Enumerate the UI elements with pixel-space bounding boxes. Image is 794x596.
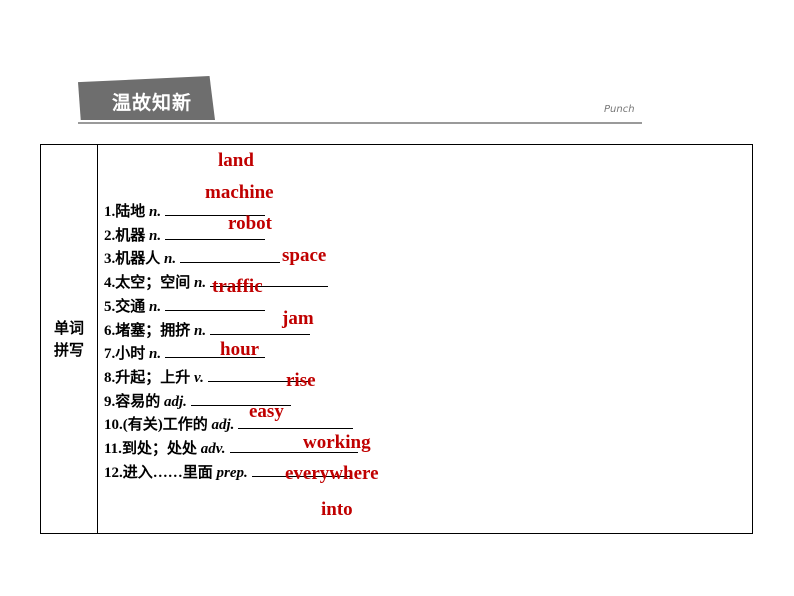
answer-word-4: space [282,245,327,266]
item-chinese: 升起；上升 [115,369,195,386]
answer-word-2: machine [205,182,274,203]
answer-word-10: working [303,432,371,453]
vocab-item-1: 1.陆地 n. [104,200,266,221]
answer-blank [229,452,358,453]
answer-blank [210,286,329,288]
item-number: 6. [104,322,116,339]
answer-word-11: everywhere [285,463,379,484]
item-chinese: 陆地 [115,204,150,220]
answer-blank [190,404,291,406]
answer-word-6: jam [282,308,314,329]
item-part-of-speech: adj. [211,417,235,434]
item-chinese: (有关)工作的 [122,417,212,434]
item-chinese: 小时 [115,346,150,363]
item-chinese: 进入……里面 [122,464,217,481]
answer-blank [207,380,308,382]
item-number: 4. [104,275,116,292]
answer-blank [180,262,281,264]
vocab-item-3: 3.机器人 n. [104,247,281,268]
item-number: 3. [104,251,116,268]
vocab-item-9: 9.容易的 adj. [104,390,291,411]
vocab-item-4: 4.太空；空间 n. [104,271,329,292]
answer-blank [165,238,266,240]
item-number: 2. [104,227,116,244]
answer-word-8: rise [286,370,316,391]
answer-word-1: land [218,150,254,171]
answer-word-3: robot [228,213,272,234]
punch-label: Punch [604,104,635,115]
header-divider [78,122,642,124]
item-chinese: 到处；处处 [121,441,201,457]
row-label: 单词拼写 [41,317,97,361]
answer-blank [165,215,266,216]
answer-blank [251,475,352,477]
item-number: 7. [104,346,116,363]
item-chinese: 交通 [115,298,150,315]
item-part-of-speech: n. [164,251,177,268]
item-chinese: 机器 [115,227,150,244]
item-part-of-speech: n. [149,227,162,244]
item-part-of-speech: n. [194,275,207,292]
vocab-item-10: 10.(有关)工作的 adj. [104,413,354,434]
item-number: 11. [104,441,122,457]
vocab-table: 单词拼写 [40,144,753,534]
answer-word-12: into [321,499,353,520]
section-banner [78,76,215,120]
item-part-of-speech: n. [149,204,162,220]
vocab-item-8: 8.升起；上升 v. [104,366,308,387]
item-part-of-speech: n. [149,346,162,363]
item-number: 9. [104,393,116,410]
answer-blank [238,428,354,430]
answer-word-7: hour [220,339,260,360]
item-chinese: 太空；空间 [115,275,195,292]
vocab-item-7: 7.小时 n. [104,342,266,363]
item-number: 10. [104,417,123,434]
item-chinese: 机器人 [115,251,165,268]
item-part-of-speech: adj. [164,393,187,410]
answer-blank [165,309,266,311]
item-number: 8. [104,369,116,386]
answer-word-5: traffic [212,276,263,297]
section-title: 温故知新 [112,92,193,114]
item-part-of-speech: n. [149,298,162,315]
item-number: 1. [104,204,116,220]
item-part-of-speech: adv. [200,441,226,457]
item-number: 12. [104,464,123,481]
item-chinese: 堵塞；拥挤 [115,322,195,339]
item-part-of-speech: v. [194,369,204,386]
vocab-item-5: 5.交通 n. [104,295,266,316]
vocab-item-6: 6.堵塞；拥挤 n. [104,319,311,340]
answer-blank [165,357,266,359]
vocab-item-2: 2.机器 n. [104,224,266,245]
item-part-of-speech: prep. [216,464,248,481]
answer-blank [210,333,311,335]
column-divider [97,145,98,533]
item-chinese: 容易的 [115,393,165,410]
vocab-item-11: 11.到处；处处 adv. [104,437,358,458]
item-part-of-speech: n. [194,322,207,339]
row-label-text: 单词拼写 [53,319,84,359]
vocab-item-12: 12.进入……里面 prep. [104,461,352,482]
item-number: 5. [104,298,116,315]
answer-word-9: easy [249,401,284,422]
